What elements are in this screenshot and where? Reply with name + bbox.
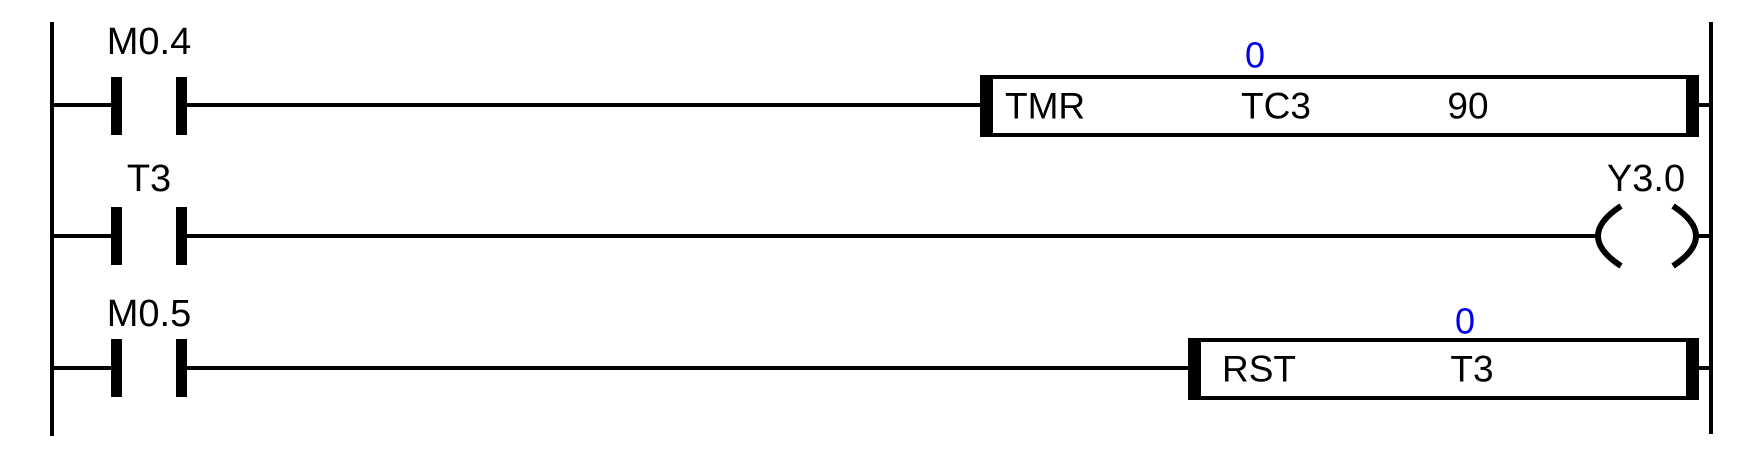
output-coil[interactable]: Y3.0 [1595, 158, 1699, 269]
instruction-box-left-bar [1190, 340, 1201, 398]
contact-bar-right [176, 339, 187, 397]
instruction-opcode: RST [1222, 349, 1296, 390]
contact-label: M0.5 [107, 293, 191, 335]
reset-current-value: 0 [1455, 301, 1475, 342]
coil-right-paren-icon [1671, 203, 1699, 269]
contact-m0-5[interactable]: M0.5 [107, 293, 191, 397]
right-power-rail [1709, 22, 1713, 434]
contact-bar-left [111, 207, 122, 265]
coil-left-paren-icon [1595, 203, 1623, 269]
instruction-preset: 90 [1447, 86, 1488, 127]
rung-3: M0.5 RST T3 0 [52, 293, 1709, 400]
instruction-operand: T3 [1450, 349, 1493, 390]
contact-label: T3 [127, 158, 171, 200]
contact-bar-left [111, 339, 122, 397]
instruction-box-right-bar [1686, 77, 1697, 135]
instruction-box-left-bar [982, 77, 993, 135]
contact-bar-right [176, 207, 187, 265]
coil-label: Y3.0 [1607, 158, 1685, 200]
contact-bar-left [111, 77, 122, 135]
left-power-rail [50, 22, 54, 436]
timer-current-value: 0 [1245, 35, 1265, 76]
instruction-opcode: TMR [1005, 86, 1085, 127]
instruction-box-right-bar [1686, 340, 1697, 398]
instruction-operand: TC3 [1241, 86, 1311, 127]
contact-t3[interactable]: T3 [111, 158, 187, 265]
reset-instruction-box[interactable]: RST T3 0 [1188, 301, 1699, 400]
contact-m0-4[interactable]: M0.4 [107, 21, 191, 135]
rung-2: T3 Y3.0 [52, 158, 1709, 269]
instruction-box-frame [980, 75, 1699, 137]
timer-instruction-box[interactable]: TMR TC3 90 0 [980, 35, 1699, 137]
contact-bar-right [176, 77, 187, 135]
rung-1: M0.4 TMR TC3 90 0 [52, 21, 1709, 137]
contact-label: M0.4 [107, 21, 191, 63]
